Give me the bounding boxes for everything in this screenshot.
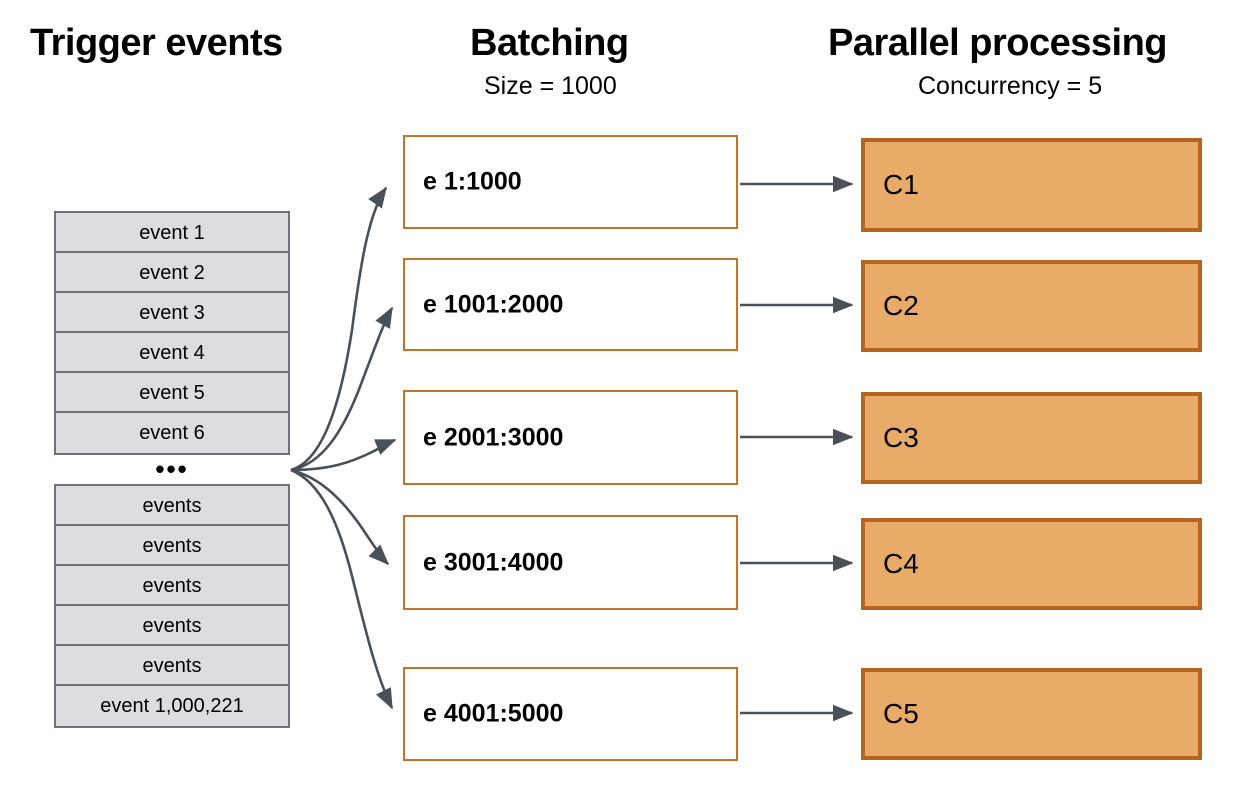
worker-label: C1 xyxy=(883,169,919,200)
list-item: events xyxy=(56,606,288,646)
batch-label: e 2001:3000 xyxy=(423,423,564,451)
event-list-top-group: event 1 event 2 event 3 event 4 event 5 … xyxy=(54,211,290,455)
list-item: events xyxy=(56,646,288,686)
worker-label: C2 xyxy=(883,290,919,321)
fan-arrow-to-batch-1 xyxy=(290,186,388,472)
worker-box-c3: C3 xyxy=(861,392,1202,484)
list-item: event 4 xyxy=(56,333,288,373)
column-heading-parallel-processing: Parallel processing xyxy=(828,22,1168,64)
worker-box-c5: C5 xyxy=(861,668,1202,760)
batch-label: e 1001:2000 xyxy=(423,290,564,318)
list-item: event 5 xyxy=(56,373,288,413)
list-item: events xyxy=(56,526,288,566)
batch-box-4: e 3001:4000 xyxy=(403,515,738,610)
batch-label: e 4001:5000 xyxy=(423,699,564,728)
column-heading-batching: Batching xyxy=(470,22,629,64)
worker-label: C4 xyxy=(883,548,919,579)
list-item: event 3 xyxy=(56,293,288,333)
fan-arrow-to-batch-5 xyxy=(290,468,394,710)
batch-label: e 1:1000 xyxy=(423,167,522,196)
list-item: event 6 xyxy=(56,413,288,453)
batch-box-3: e 2001:3000 xyxy=(403,390,738,485)
batch-box-2: e 1001:2000 xyxy=(403,258,738,351)
list-item: event 2 xyxy=(56,253,288,293)
worker-box-c4: C4 xyxy=(861,518,1202,610)
list-item: event 1 xyxy=(56,213,288,253)
column-subheading-batch-size: Size = 1000 xyxy=(484,72,617,100)
worker-label: C5 xyxy=(883,698,919,729)
worker-label: C3 xyxy=(883,422,919,453)
list-item: event 1,000,221 xyxy=(56,686,288,726)
column-heading-trigger-events: Trigger events xyxy=(30,22,283,64)
fan-arrow-to-batch-2 xyxy=(290,306,394,472)
column-subheading-concurrency: Concurrency = 5 xyxy=(918,72,1103,100)
event-list-bottom-group: events events events events events event… xyxy=(54,484,290,728)
batch-box-1: e 1:1000 xyxy=(403,135,738,229)
list-item: events xyxy=(56,566,288,606)
event-list-ellipsis: ••• xyxy=(54,455,290,484)
fan-arrow-to-batch-4 xyxy=(290,468,390,566)
worker-box-c2: C2 xyxy=(861,260,1202,352)
fan-arrow-to-batch-3 xyxy=(290,438,397,472)
worker-box-c1: C1 xyxy=(861,138,1202,232)
batch-box-5: e 4001:5000 xyxy=(403,667,738,761)
batch-label: e 3001:4000 xyxy=(423,548,564,576)
list-item: events xyxy=(56,486,288,526)
